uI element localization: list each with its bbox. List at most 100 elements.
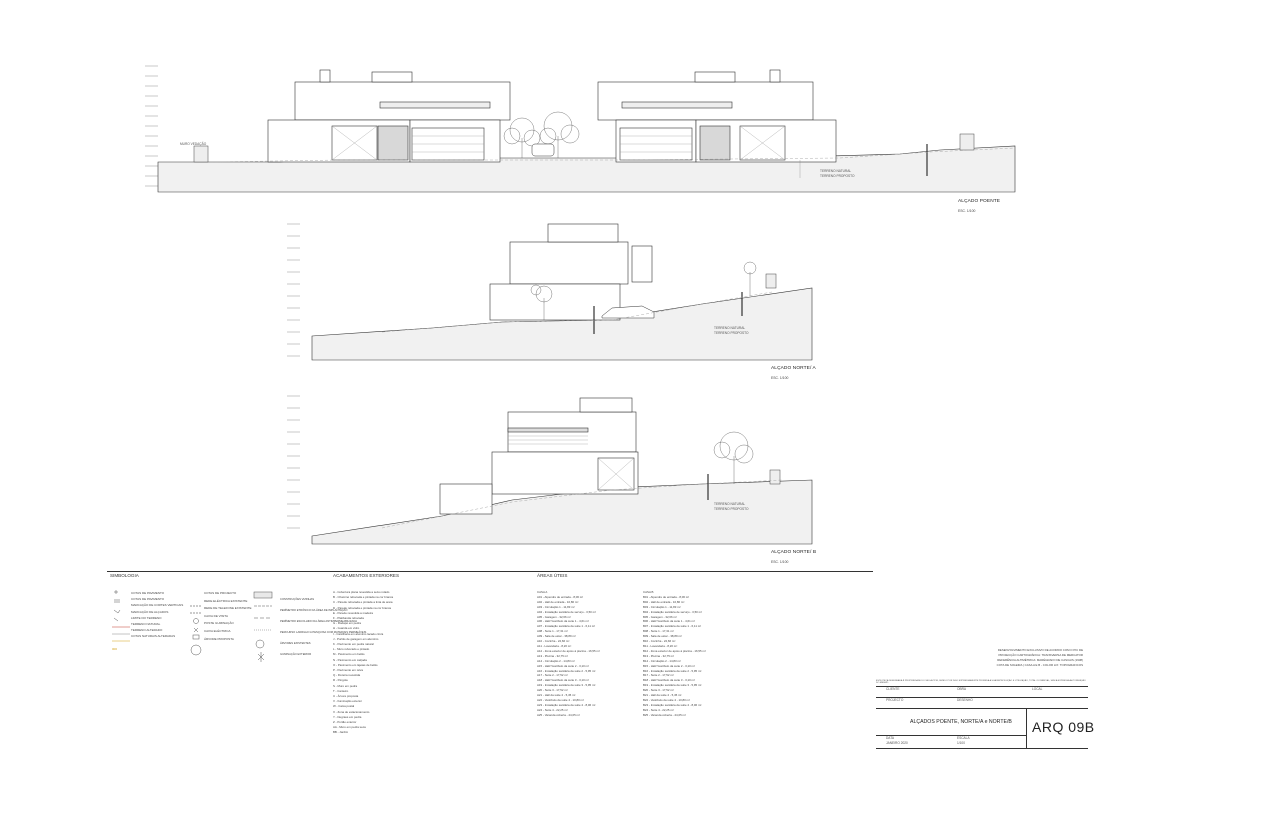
area-item: A24 - Suite 4 - 22,25 m² [537, 707, 568, 712]
legend-col2: COTAS DE PROJECTO REDE ELÉCTRICA EXISTEN… [204, 590, 251, 643]
tb-obra-label: OBRA [957, 687, 967, 691]
tb-line-3 [876, 708, 1088, 709]
legend-item: COTAS DE PROJECTO [204, 591, 237, 595]
areas-casa-a: CASA A A01 - Alpendre de entrada - 8,06 … [537, 590, 600, 718]
tb-data-label: DATA [886, 736, 895, 740]
acabamento-item: Z - Portão exterior [333, 720, 357, 725]
acabamento-item: A - Cobertura plana revestida a seixo ro… [333, 590, 390, 594]
acabamento-item: M - Pavimento em betão [333, 652, 365, 657]
acabamentos-list: A - Cobertura plana revestida a seixo ro… [333, 590, 393, 736]
acabamento-item: R - Pérgola [333, 678, 348, 683]
areas-casa-b: CASA B B01 - Alpendre de entrada - 8,06 … [643, 590, 706, 718]
terrain-proposed-label-1: TERRENO PROPOSTO [820, 174, 855, 178]
acabamento-item: Q - Floreira revestida [333, 673, 361, 678]
acabamento-item: J - Portão de garagem em alumínio [333, 636, 379, 641]
acabamentos-heading: ACABAMENTOS EXTERIORES [333, 573, 400, 578]
area-item: B07 - Instalação sanitária da suite 1 - … [643, 624, 702, 629]
tb-date: JANEIRO 2020 [886, 741, 908, 745]
area-item: B04 - Instalação sanitária de serviço - … [643, 609, 702, 614]
wall-label-1: MURO VEDAÇÃO [180, 142, 207, 146]
area-item: B20 - Suite 3 - 17,52 m² [643, 688, 674, 693]
acabamento-item: L - Muro rebocado e pintado [333, 647, 370, 652]
area-item: A25 - Varanda coberta - 24,05 m² [537, 712, 580, 717]
area-item: B06 - Hall/ Vestíbulo da suite 1 - 4,61 … [643, 619, 695, 624]
area-item: A06 - Hall/ Vestíbulo da suite 1 - 4,61 … [537, 619, 589, 624]
legend-item: PERCURSO LADRILHO A PESQUISA COM MATERIA… [280, 631, 367, 634]
area-item: A07 - Instalação sanitária da suite 1 - … [537, 624, 596, 629]
simbologia-heading: SIMBOLOGIA [110, 573, 139, 578]
legend-item: REDE DE TELEFONE EXISTENTE [204, 606, 252, 611]
legend-col3: CONSTRUÇÕES VIZINHAS PERÍMETRO ETRÓNICO … [280, 594, 366, 660]
terrain-natural-label-1: TERRENO NATURAL [820, 169, 852, 173]
area-item: A02 - Hall de entrada - 10,80 m² [537, 599, 579, 604]
acabamento-item: S - Muro em pedra [333, 683, 358, 688]
legend-item: ILUMINAÇÃO EXTERIOR [280, 653, 312, 656]
acabamento-item: O - Pavimento em lajetas de betão [333, 662, 378, 667]
acabamento-item: AA - Muro em pedra seca [333, 725, 366, 730]
area-item: B19 - Instalação sanitária da suite 3 - … [643, 683, 702, 688]
project-description: DESENVOLVIMENTO EXCLUSIVO DE ACORDO COM … [995, 648, 1083, 668]
acabamento-item: N - Pavimento em calçada [333, 657, 367, 662]
acabamento-item: V - Iluminação exterior [333, 699, 362, 704]
tb-projecto-label: PROJECTO [886, 698, 904, 702]
area-item: B21 - Hall da suite 4 - 5,45 m² [643, 693, 682, 698]
terrain-natural-label-3: TERRENO NATURAL [714, 502, 746, 506]
acabamento-item: P - Pavimento em relva [333, 668, 363, 673]
areas-casa-b-title: CASA B [643, 590, 654, 594]
sheet-title: ALÇADOS POENTE, NORTE/A e NORTE/B [910, 719, 1012, 725]
acabamento-item: X - Zona de estacionamento [333, 709, 370, 714]
tb-line-1 [876, 686, 1088, 687]
svg-text:000: 000 [112, 647, 117, 651]
acabamento-item: G - Rodapé em pedra [333, 621, 361, 626]
legend-item: ÁRVORE PROPOSTA [204, 636, 234, 641]
terrain-proposed-label-3: TERRENO PROPOSTO [714, 507, 749, 511]
area-item: A04 - Instalação sanitária de serviço - … [537, 609, 596, 614]
project-desc-line: COTA DE SOLEIRA | CASA A E B - COLOR LIX… [996, 663, 1083, 667]
legend-item: TERRENO ALTERADO [131, 628, 163, 633]
tb-escala-label: ESCALA [957, 736, 970, 740]
elevation-norte-b-drawing [287, 395, 813, 545]
info-top-divider [107, 571, 873, 572]
area-item: B18 - Hall/ Vestíbulo da suite 3 - 3,10 … [643, 678, 695, 683]
area-item: A16 - Instalação sanitária da suite 2 - … [537, 668, 596, 673]
tb-line-bottom [876, 748, 1088, 749]
area-item: B16 - Instalação sanitária da suite 2 - … [643, 668, 702, 673]
area-item: B15 - Hall/ Vestíbulo da suite 2 - 3,10 … [643, 663, 695, 668]
area-item: A17 - Suite 2 - 17,52 m² [537, 673, 568, 678]
area-item: A14 - Circulação 2 - 14,83 m² [537, 658, 575, 663]
project-desc-line: REFERÊNCIA ALTIMÉTRICA: MARÉGRAFO DE CAS… [997, 658, 1083, 662]
legend-item: LIMITE DO TERRENO [131, 615, 162, 620]
area-item: B23 - Instalação sanitária da suite 4 - … [643, 702, 702, 707]
area-item: A11 - Lavandaria - 8,20 m² [537, 643, 572, 648]
area-item: B12 - Zona exterior de apoio à piscina -… [643, 648, 706, 653]
acabamento-item: K - Pavimento em pedra natural [333, 642, 374, 647]
legend-item: POSTE ILUMINAÇÃO [204, 621, 234, 626]
elevation-scale-norte-b: ESC. 1/100 [771, 560, 789, 564]
area-item: A22 - Vestíbulo da suite 4 - 10,80 m² [537, 697, 584, 702]
elevation-scale-poente: ESC. 1/100 [958, 209, 976, 213]
area-item: A23 - Instalação sanitária da suite 4 - … [537, 702, 596, 707]
legend-item: COTAS DE PAVIMENTO [131, 597, 165, 602]
area-item: B14 - Circulação 2 - 14,83 m² [643, 658, 681, 663]
area-item: B13 - Piscina - 32,75 m² [643, 653, 675, 658]
area-item: B24 - Suite 4 - 22,25 m² [643, 707, 674, 712]
area-item: B02 - Hall de entrada - 10,80 m² [643, 599, 685, 604]
legend-col1: COTAS DE PAVIMENTO COTAS DE PAVIMENTO MA… [131, 590, 183, 640]
areas-heading: ÁREAS ÚTEIS [537, 573, 568, 578]
acabamento-item: BB - Jardim [333, 730, 349, 735]
elevation-title-norte-a: ALÇADO NORTE/ A [771, 366, 816, 371]
acabamento-item: I - Caixilharia em alumínio lacado cinza [333, 631, 384, 636]
legend-item: MARCAÇÃO DE ALÇADOS [131, 609, 169, 614]
tb-line-v1 [1026, 708, 1027, 748]
tb-cliente-label: CLIENTE [886, 687, 900, 691]
acabamento-item: W - Caixa postal [333, 704, 355, 709]
elevation-title-norte-b: ALÇADO NORTE/ B [771, 550, 817, 555]
legend-item: CAIXA ELÉCTRICA [204, 628, 231, 633]
acabamento-item: D - Parede rebocada e pintada na cor bra… [333, 605, 392, 610]
area-item: A08 - Suite 1 - 17,31 m² [537, 629, 568, 634]
acabamento-item: Y - Degraus em pedra [333, 714, 362, 719]
area-item: B03 - Circulação 1 - 11,83 m² [643, 604, 681, 609]
area-item: B22 - Vestíbulo da suite 4 - 10,80 m² [643, 697, 690, 702]
legend-item: COTAS NATURAIS ALTERADAS [131, 634, 176, 639]
